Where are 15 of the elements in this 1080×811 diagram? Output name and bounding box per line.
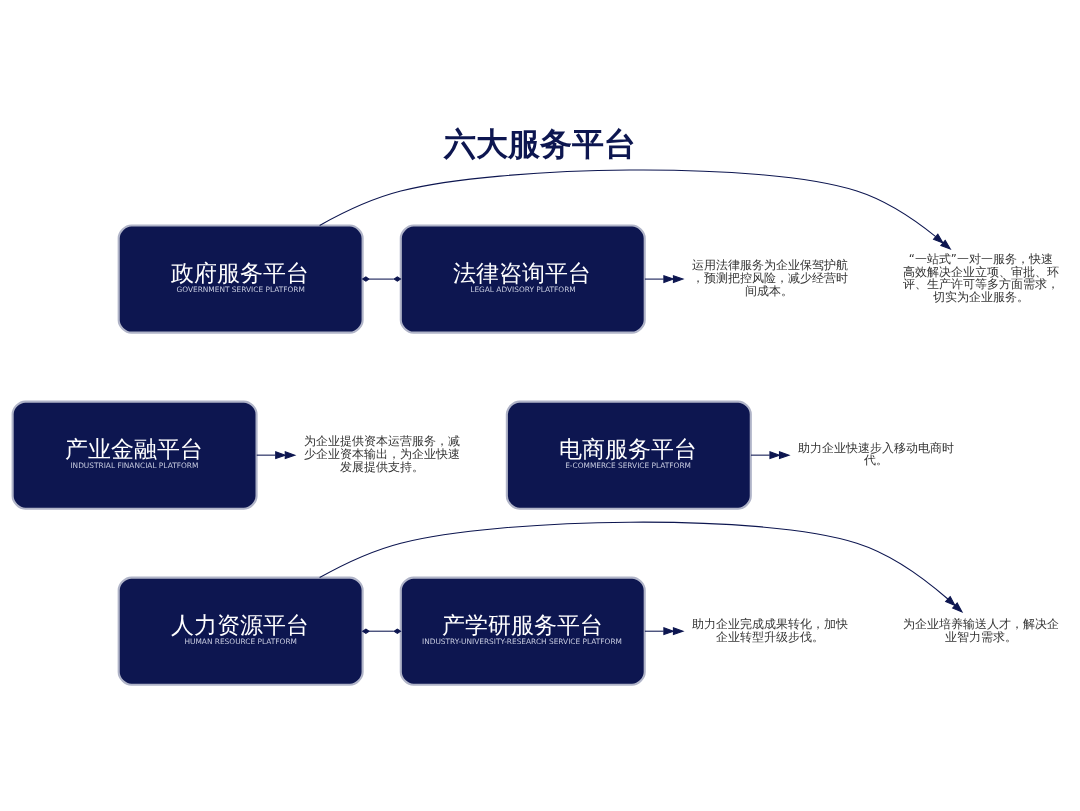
arrow: [750, 451, 791, 460]
node-text: 为企业提供资本运营服务，减少企业资本输出，为企业快速发展提供支持。: [303, 434, 460, 474]
node-text: 为企业培养输送人才，解决企业智力需求。: [902, 616, 1059, 644]
arrow: [319, 169, 952, 251]
diagram-title: 六大服务平台: [444, 124, 637, 163]
connector: [361, 276, 402, 282]
node-text: 运用法律服务为企业保驾护航，预测把控风险，减少经营时间成本。: [691, 258, 848, 298]
node-text: 助力企业快速步入移动电商时代。: [797, 440, 954, 468]
connector: [361, 628, 402, 634]
node-text: “一站式”一对一服务，快速高效解决企业立项、审批、环评、生产许可等多方面需求，切实为企业服务。: [902, 251, 1059, 305]
arrow: [644, 275, 685, 284]
arrow: [256, 451, 297, 460]
arrow: [319, 521, 964, 613]
arrow: [644, 627, 685, 636]
node-text: 助力企业完成成果转化，加快企业转型升级步伐。: [691, 616, 848, 644]
